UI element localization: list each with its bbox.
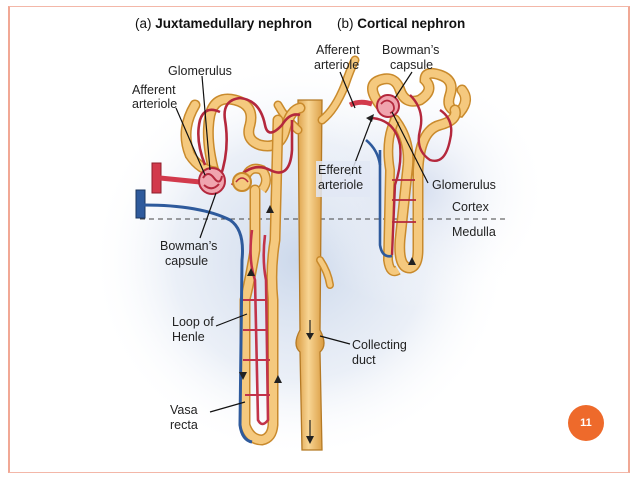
- label-bowmans-left-2: capsule: [165, 254, 208, 268]
- page-number: 11: [580, 417, 592, 429]
- label-afferent-left-2: arteriole: [132, 97, 177, 111]
- label-bowmans-left-1: Bowman’s: [160, 239, 217, 253]
- heading-juxtamedullary: (a) Juxtamedullary nephron: [135, 16, 312, 31]
- label-loop-2: Henle: [172, 330, 205, 344]
- label-glomerulus-left: Glomerulus: [168, 64, 232, 78]
- label-vasa-2: recta: [170, 418, 198, 432]
- label-bowmans-right-1: Bowman’s: [382, 43, 439, 57]
- cortical-tubule: [367, 67, 471, 277]
- efferent-label-backdrop: [316, 161, 370, 197]
- label-afferent-right-2: arteriole: [314, 58, 359, 72]
- slide-frame: [8, 6, 630, 473]
- label-bowmans-right-2: capsule: [390, 58, 433, 72]
- cortical-capillaries: [348, 94, 453, 265]
- label-efferent-2: arteriole: [318, 178, 363, 192]
- leader-lines: [175, 71, 429, 413]
- label-loop-1: Loop of: [172, 315, 214, 329]
- label-afferent-right-1: Afferent: [316, 43, 360, 57]
- label-collecting-2: duct: [352, 353, 376, 367]
- heading-cortical: (b) Cortical nephron: [337, 16, 465, 31]
- label-collecting-1: Collecting: [352, 338, 407, 352]
- label-medulla: Medulla: [452, 225, 496, 239]
- label-vasa-1: Vasa: [170, 403, 198, 417]
- label-afferent-left-1: Afferent: [132, 83, 176, 97]
- label-efferent-1: Efferent: [318, 163, 362, 177]
- label-cortex: Cortex: [452, 200, 490, 214]
- glomerulus-right-mark: [376, 94, 400, 118]
- page-number-badge: 11: [568, 405, 604, 441]
- juxtamedullary-capillaries: [135, 96, 301, 444]
- label-glomerulus-right: Glomerulus: [432, 178, 496, 192]
